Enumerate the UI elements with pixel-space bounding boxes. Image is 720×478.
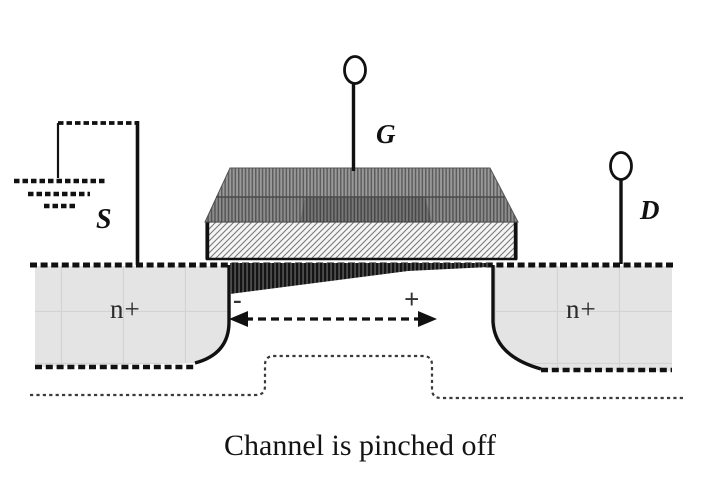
channel-length-arrow bbox=[229, 311, 437, 327]
drain-terminal-icon bbox=[609, 151, 633, 181]
channel-plus-label: + bbox=[404, 284, 420, 314]
drain-region-label: n+ bbox=[566, 294, 597, 324]
gate-electrode-center-shade bbox=[300, 197, 432, 222]
gate-oxide-layer bbox=[205, 221, 518, 260]
channel-minus-label: - bbox=[233, 285, 242, 314]
gate-terminal-label: G bbox=[376, 119, 396, 149]
depletion-boundary-dotted bbox=[30, 354, 686, 400]
drain-diffusion-region bbox=[493, 266, 672, 371]
gate-terminal-icon bbox=[343, 55, 367, 85]
source-junction-curve bbox=[194, 265, 231, 365]
gate-electrode-lower-shade bbox=[205, 197, 518, 222]
source-region-label: n+ bbox=[110, 294, 141, 324]
source-diffusion-region bbox=[35, 266, 229, 367]
drain-terminal-label: D bbox=[640, 195, 660, 225]
source-terminal-label: S bbox=[96, 204, 112, 235]
gate-electrode bbox=[204, 167, 519, 223]
ground-icon bbox=[14, 178, 106, 209]
drain-junction-curve bbox=[491, 265, 542, 371]
figure-caption: Channel is pinched off bbox=[224, 429, 496, 462]
channel-wedge bbox=[230, 263, 489, 294]
